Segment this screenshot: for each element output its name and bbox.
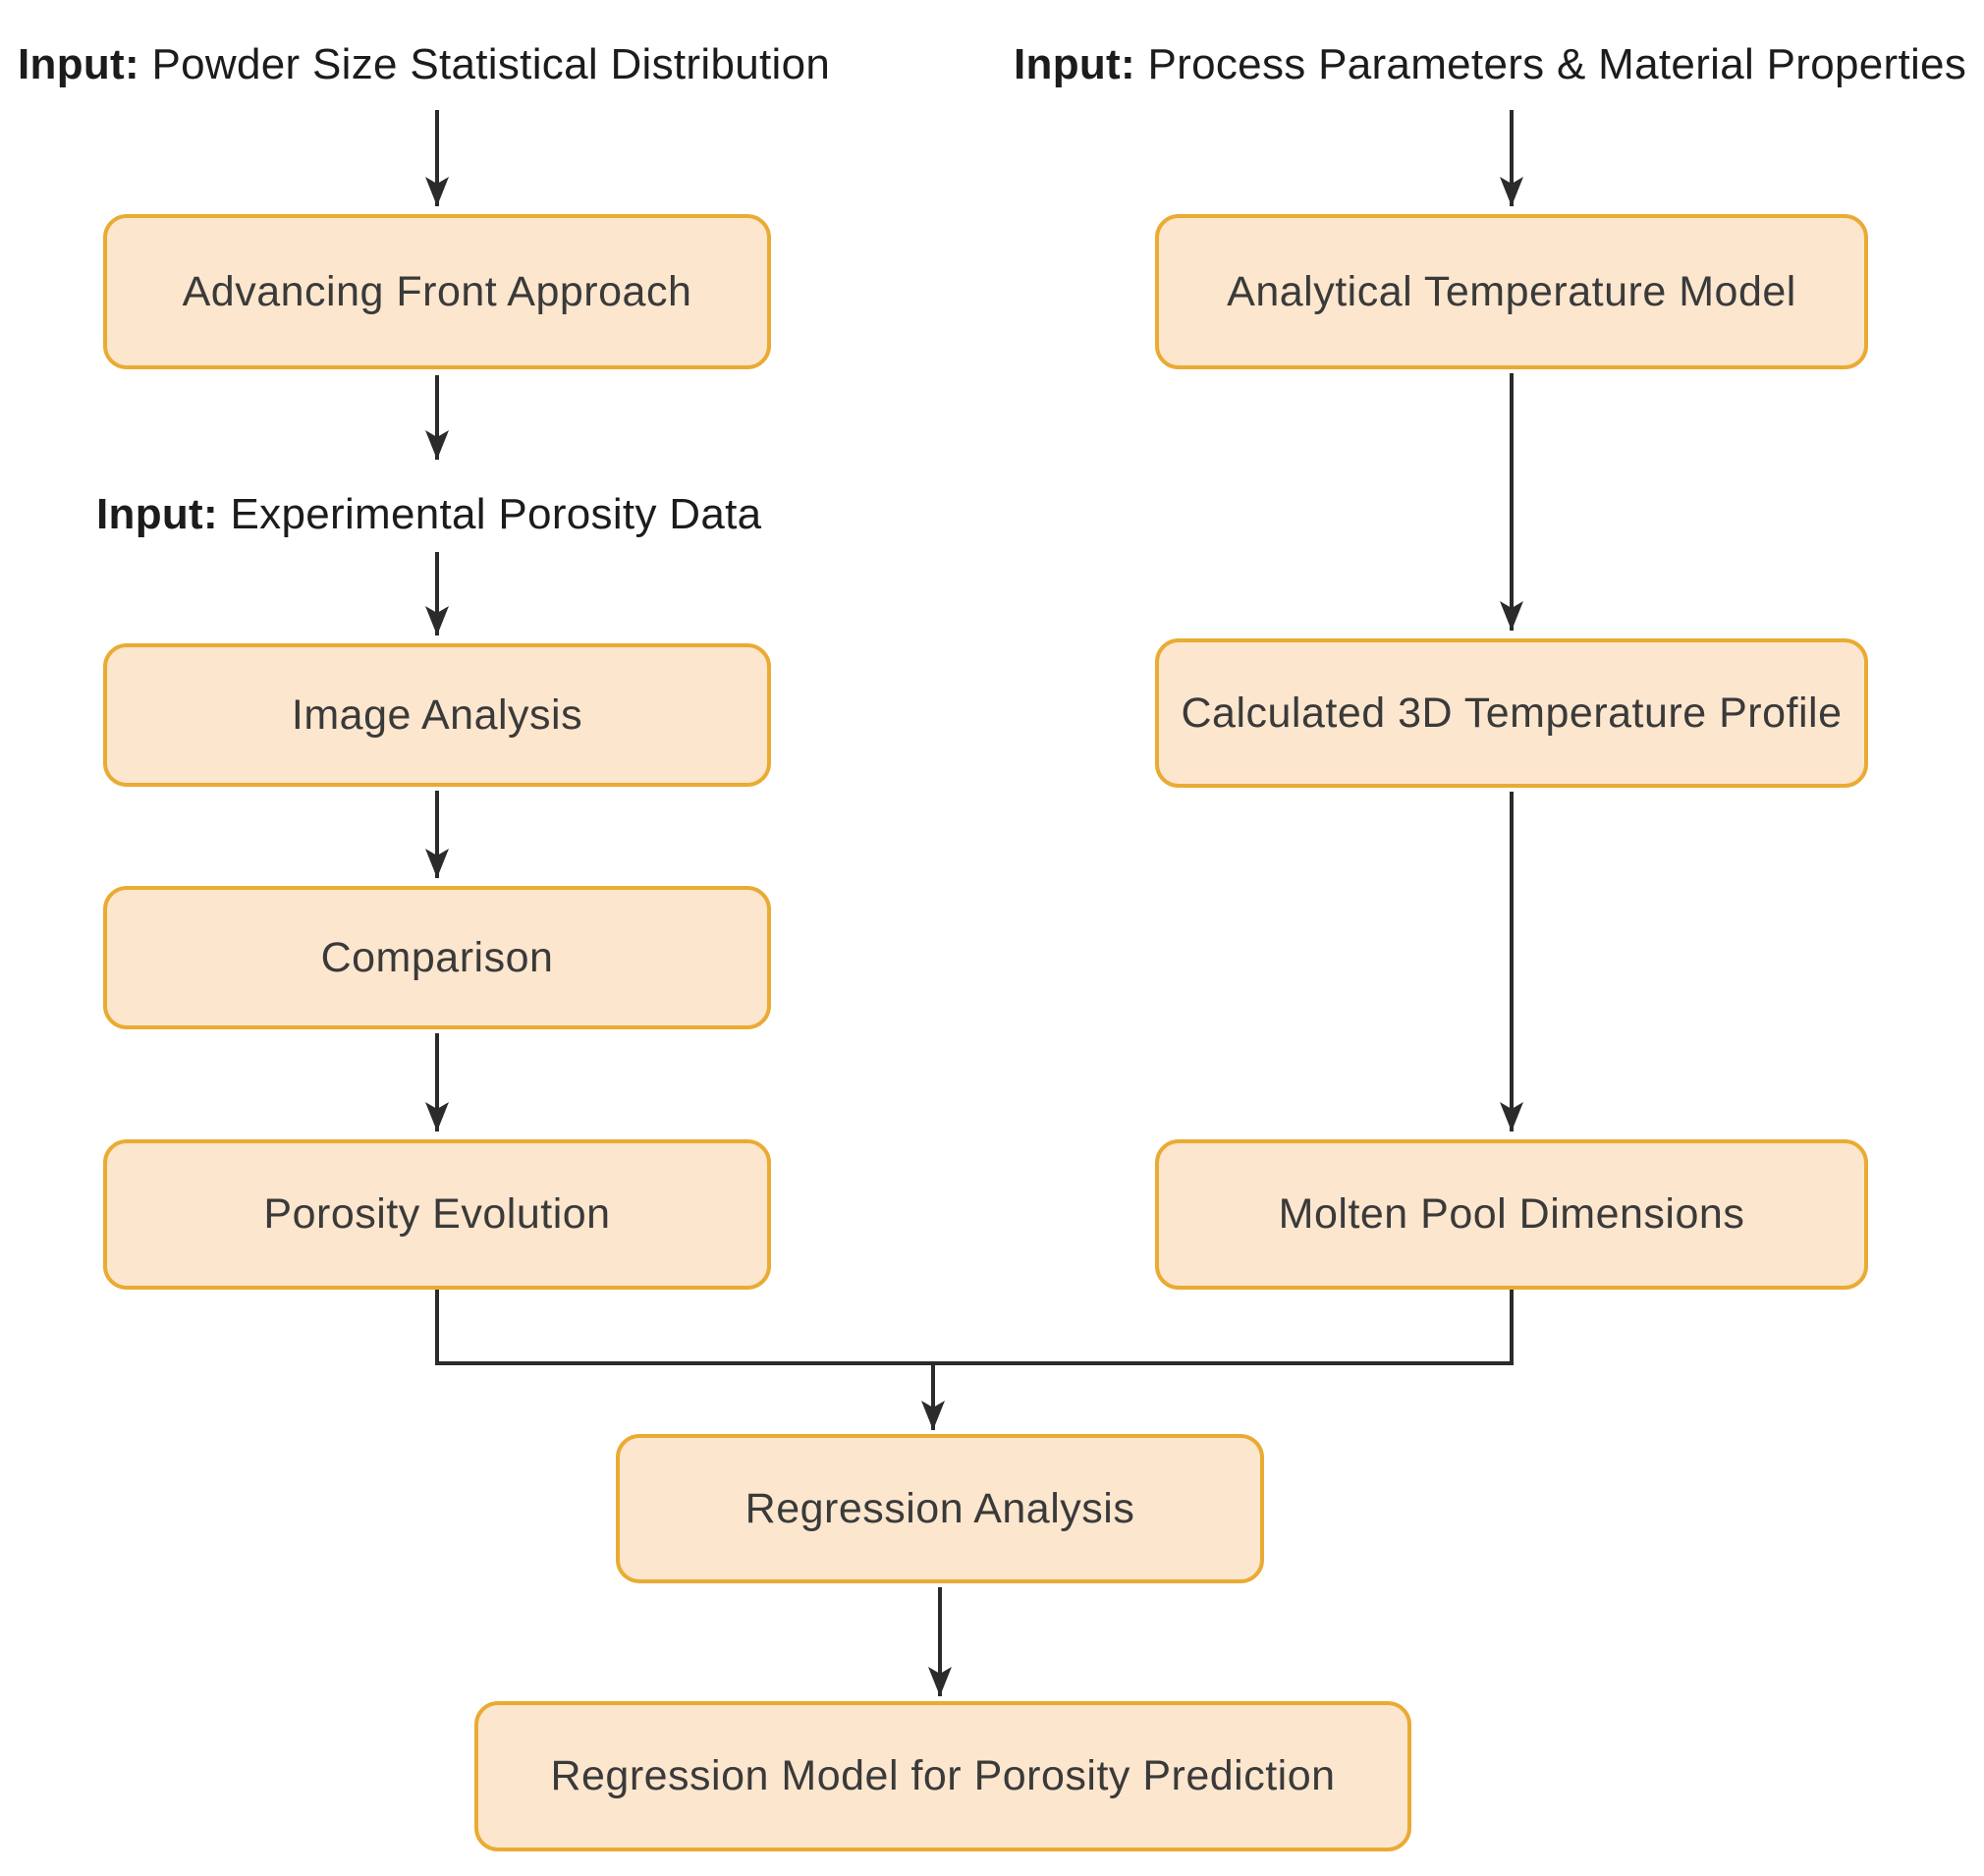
input-text: Process Parameters & Material Properties <box>1147 40 1967 88</box>
node-porosity-evolution: Porosity Evolution <box>103 1139 771 1290</box>
node-advancing-front-approach: Advancing Front Approach <box>103 214 771 369</box>
input-text: Powder Size Statistical Distribution <box>151 40 831 88</box>
input-prefix: Input: <box>96 490 218 538</box>
node-calculated-3d-temperature-profile: Calculated 3D Temperature Profile <box>1155 638 1868 788</box>
input-text: Experimental Porosity Data <box>230 490 762 538</box>
edge-merge-connector <box>435 1290 1514 1365</box>
input-prefix: Input: <box>1014 40 1135 88</box>
node-regression-analysis: Regression Analysis <box>616 1434 1264 1583</box>
node-molten-pool-dimensions: Molten Pool Dimensions <box>1155 1139 1868 1290</box>
input-process-parameters-label: Input: Process Parameters & Material Pro… <box>1014 37 1966 92</box>
input-prefix: Input: <box>18 40 139 88</box>
input-experimental-porosity-label: Input: Experimental Porosity Data <box>96 487 761 542</box>
node-comparison: Comparison <box>103 886 771 1029</box>
node-regression-model-for-porosity-prediction: Regression Model for Porosity Prediction <box>474 1701 1411 1851</box>
node-image-analysis: Image Analysis <box>103 643 771 787</box>
input-powder-size-label: Input: Powder Size Statistical Distribut… <box>18 37 830 92</box>
node-analytical-temperature-model: Analytical Temperature Model <box>1155 214 1868 369</box>
